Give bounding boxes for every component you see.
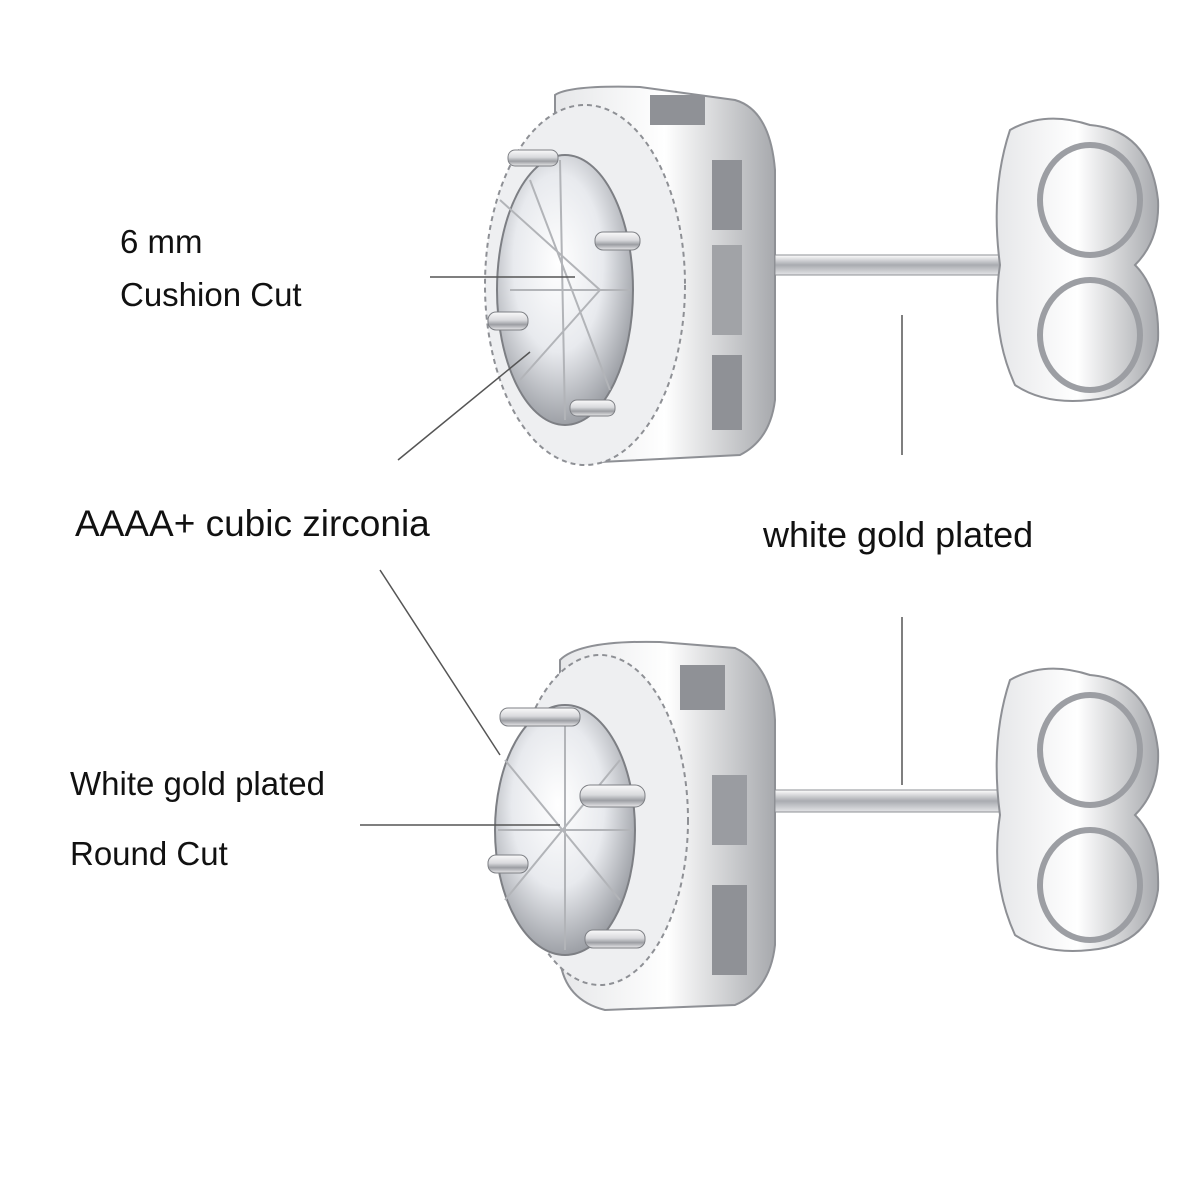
stone-leader-bottom	[379, 569, 501, 756]
gallery-window	[712, 355, 742, 430]
gallery-window	[712, 775, 747, 845]
prong	[507, 149, 559, 167]
cushion-cut-earring	[484, 85, 1160, 466]
stone-size-label: 6 mm	[120, 223, 203, 260]
butterfly-curl	[1037, 142, 1143, 258]
butterfly-curl	[1037, 692, 1143, 808]
prong	[487, 854, 529, 874]
earring-post	[774, 789, 1021, 813]
prong	[594, 231, 641, 251]
butterfly-curl	[1037, 277, 1143, 393]
prong	[569, 399, 616, 417]
round-cut-label: Round Cut	[70, 835, 228, 872]
round-cut-earring	[487, 640, 1160, 1012]
plating-label-bottom: White gold plated	[70, 765, 325, 802]
prong	[579, 784, 646, 808]
gallery-window	[712, 885, 747, 975]
earring-post	[774, 254, 1021, 276]
gallery-window	[680, 665, 725, 710]
gallery-window	[712, 245, 742, 335]
cushion-cut-label: Cushion Cut	[120, 276, 302, 313]
butterfly-back	[995, 667, 1160, 952]
gallery-window	[712, 160, 742, 230]
gallery-window	[650, 95, 705, 125]
stone-leader-top	[397, 351, 531, 461]
plating-label-top: white gold plated	[763, 514, 1034, 555]
prong	[499, 707, 581, 727]
prong	[584, 929, 646, 949]
stone-facets	[499, 159, 630, 421]
butterfly-back	[995, 117, 1160, 402]
stone-grade-label: AAAA+ cubic zirconia	[75, 503, 430, 544]
prong	[487, 311, 529, 331]
butterfly-curl	[1037, 827, 1143, 943]
leader-lines	[360, 276, 903, 826]
stone-facets	[498, 710, 632, 950]
